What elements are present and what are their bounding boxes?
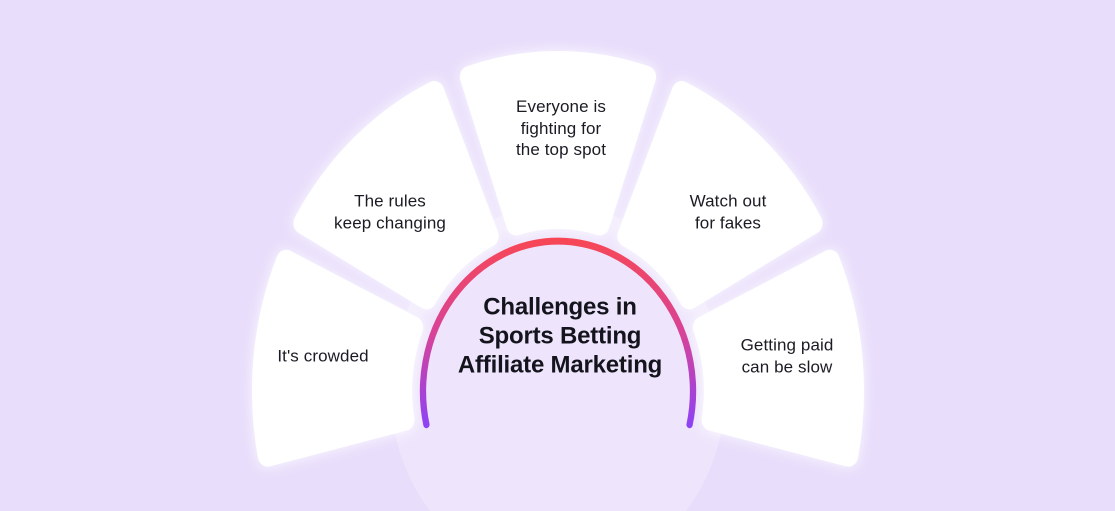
segment-label-top-spot: Everyone is fighting for the top spot: [515, 96, 607, 159]
segment-label-crowded: It's crowded: [277, 346, 369, 366]
diagram-title: Challenges in Sports Betting Affiliate M…: [457, 293, 663, 379]
center-halo: [390, 205, 726, 511]
segment-label-fakes: Watch out for fakes: [689, 191, 767, 233]
segment-label-rules: The rules keep changing: [334, 191, 446, 233]
segment-label-paid: Getting paid can be slow: [740, 335, 834, 377]
center-gradient-arc: [419, 237, 697, 429]
